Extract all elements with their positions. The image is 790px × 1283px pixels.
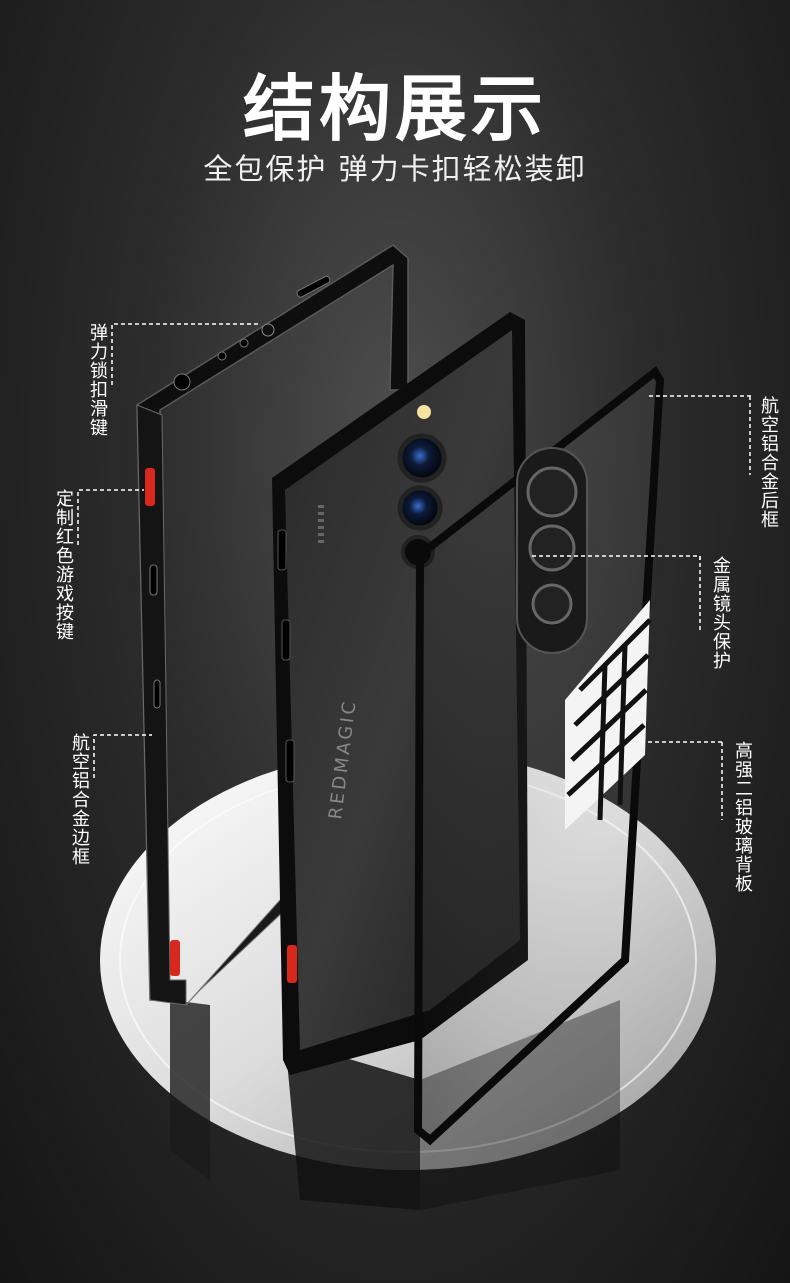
aluminum-side-frame <box>136 244 409 1006</box>
callout-elastic-lock-button: 弹力锁扣滑键 <box>87 323 108 437</box>
metal-lens-protection <box>516 447 588 654</box>
callout-glass-back-panel: 高强二铝玻璃背板 <box>732 741 753 893</box>
callout-custom-red-game-keys: 定制红色游戏按键 <box>53 489 74 641</box>
glass-back-panel <box>413 366 665 1146</box>
callout-aluminum-rear-frame: 航空铝合金后框 <box>758 396 779 529</box>
page-title: 结构展示 <box>242 67 547 151</box>
callout-metal-lens-protection: 金属镜头保护 <box>710 556 731 670</box>
page-subtitle: 全包保护 弹力卡扣轻松装卸 <box>203 152 587 186</box>
callout-aluminum-side-frame: 航空铝合金边框 <box>69 733 90 866</box>
